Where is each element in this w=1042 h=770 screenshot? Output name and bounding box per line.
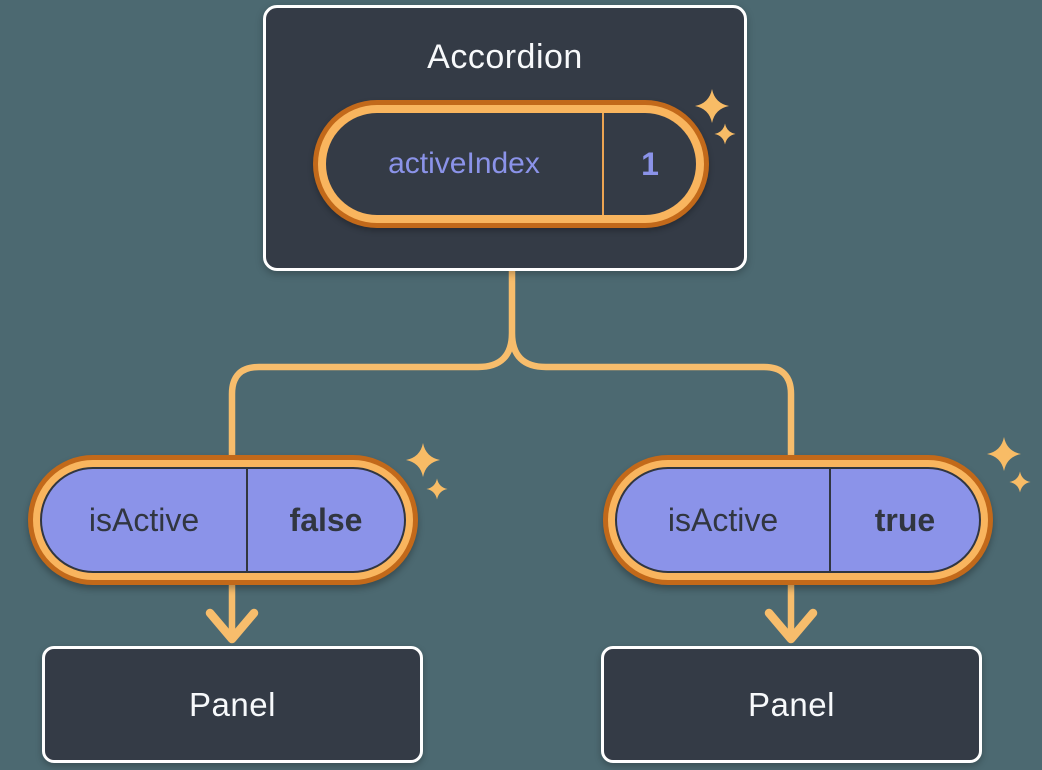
sparkle-icon-large — [987, 437, 1021, 471]
prop-pill-ring: isActive true — [608, 460, 988, 580]
prop-name: isActive — [667, 501, 779, 538]
right-arrowhead-icon — [764, 608, 818, 644]
state-name: activeIndex — [388, 147, 540, 180]
prop-pill-divider — [829, 469, 831, 571]
panel-card-right: Panel — [601, 646, 982, 763]
state-pill-ring: activeIndex 1 — [318, 105, 704, 223]
prop-pill-isactive-true: isActive true — [603, 455, 993, 585]
state-pill: activeIndex 1 — [313, 100, 709, 228]
panel-title: Panel — [189, 685, 276, 723]
sparkle-icon-small — [1009, 471, 1031, 493]
panel-card-left: Panel — [42, 646, 423, 763]
sparkle-icon-small — [426, 478, 448, 500]
panel-title: Panel — [748, 685, 835, 723]
accordion-card: Accordion activeIndex 1 — [263, 5, 747, 271]
left-arrowhead-icon — [205, 608, 259, 644]
prop-pill-core: isActive false — [40, 467, 406, 573]
prop-value: true — [874, 501, 936, 538]
state-pill-core: activeIndex 1 — [326, 113, 696, 215]
prop-value: false — [289, 501, 363, 538]
prop-name: isActive — [88, 501, 200, 538]
state-value: 1 — [641, 145, 659, 182]
state-pill-divider — [602, 113, 604, 215]
prop-pill-isactive-false: isActive false — [28, 455, 418, 585]
prop-pill-core: isActive true — [615, 467, 981, 573]
accordion-title: Accordion — [427, 38, 583, 76]
sparkle-icon-large — [406, 443, 440, 477]
prop-pill-ring: isActive false — [33, 460, 413, 580]
